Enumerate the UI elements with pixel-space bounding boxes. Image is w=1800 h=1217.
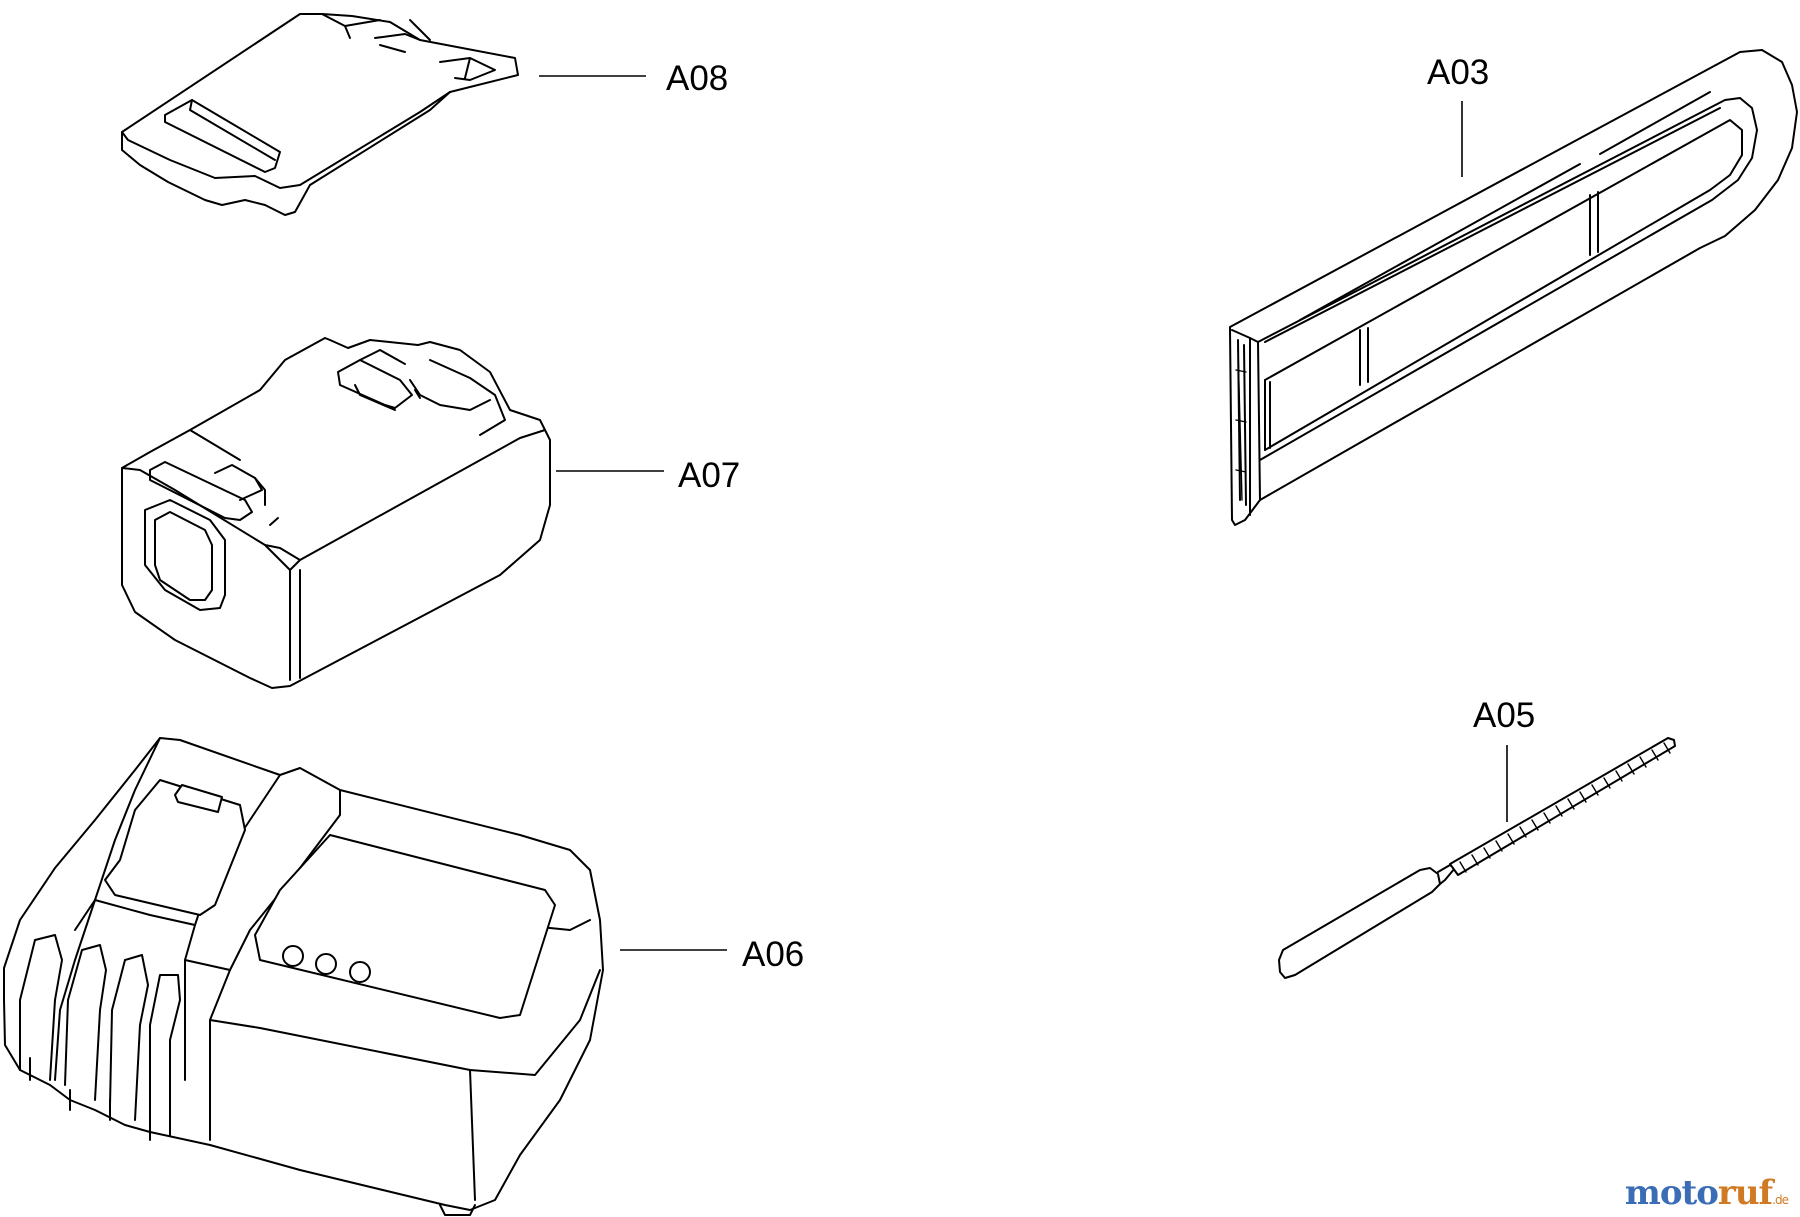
battery-charger-icon [3, 737, 604, 1216]
battery-pack-icon [121, 337, 551, 689]
cleaning-brush-icon [1278, 737, 1676, 979]
callout-a08: A08 [666, 59, 728, 98]
battery-cover-icon [121, 13, 519, 216]
callout-a06: A06 [742, 935, 804, 974]
callout-a07: A07 [678, 456, 740, 495]
callout-a03: A03 [1427, 53, 1489, 92]
chain-guard-icon [1229, 49, 1798, 526]
callout-a05: A05 [1473, 696, 1535, 735]
watermark-logo: motoruf.de [1624, 1173, 1789, 1213]
